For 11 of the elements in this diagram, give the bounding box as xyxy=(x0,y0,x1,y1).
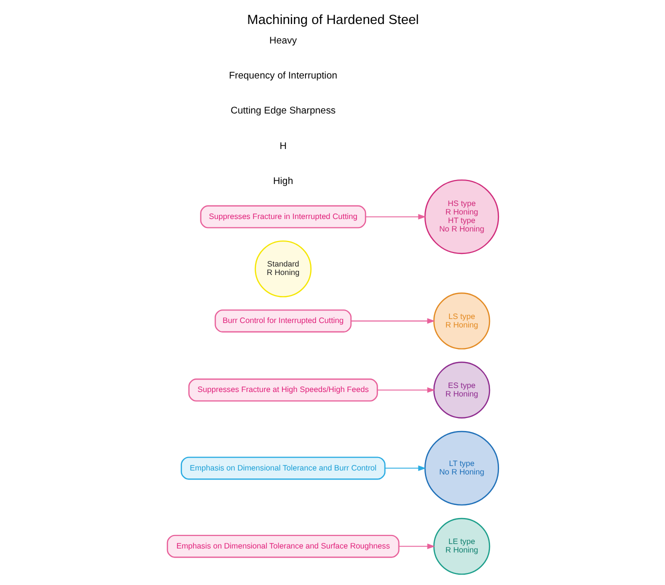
label: H xyxy=(279,140,286,152)
arrow xyxy=(364,214,426,220)
arrow xyxy=(398,544,435,550)
label: Frequency of Interruption xyxy=(228,70,337,82)
label: High xyxy=(272,176,293,187)
label: Cutting Edge Sharpness xyxy=(230,106,336,117)
arrow xyxy=(384,465,426,471)
diagram-title: Machining of Hardened Steel xyxy=(246,12,418,27)
label: Heavy xyxy=(268,35,296,46)
arrow xyxy=(376,387,435,393)
arrow xyxy=(350,318,435,324)
